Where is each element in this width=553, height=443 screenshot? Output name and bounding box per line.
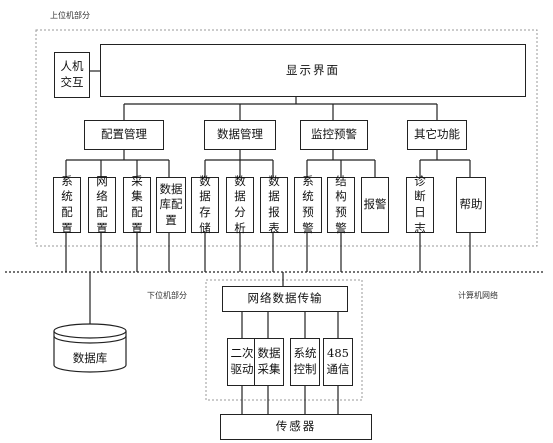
hci-box: 人机交互 (54, 52, 90, 98)
data-store-box: 数据存储 (191, 174, 219, 235)
alarm-box: 报警 (361, 177, 389, 233)
diag-log-box: 诊断日志 (406, 174, 434, 235)
data-mgmt-box: 数据管理 (204, 120, 276, 150)
display-box: 显示界面 (100, 44, 526, 97)
net-config-box: 网络配置 (88, 174, 116, 235)
upper-machine-label: 上位机部分 (50, 11, 90, 20)
network-label: 计算机网络 (458, 291, 498, 300)
sensor-box: 传感器 (220, 414, 372, 440)
net-transfer-box: 网络数据传输 (222, 286, 348, 312)
sys-control-box: 系统控制 (290, 338, 320, 386)
lower-machine-label: 下位机部分 (147, 291, 187, 300)
comm-485-box: 485通信 (323, 338, 353, 386)
other-func-box: 其它功能 (407, 120, 467, 150)
upper-machine-boundary (35, 29, 538, 247)
sys-warn-box: 系统预警 (294, 174, 322, 235)
sys-config-box: 系统配置 (53, 174, 81, 235)
collect-config-box: 采集配置 (123, 174, 151, 235)
second-drive-box: 二次驱动 (227, 338, 257, 386)
lower-machine-boundary (205, 279, 363, 401)
config-mgmt-box: 配置管理 (84, 120, 164, 150)
data-report-box: 数据报表 (260, 174, 288, 235)
help-box: 帮助 (456, 177, 486, 233)
struct-warn-box: 结构预警 (327, 174, 355, 235)
db-config-box: 数据库配置 (156, 177, 186, 233)
monitor-alarm-box: 监控预警 (300, 120, 368, 150)
data-collect-box: 数据采集 (254, 338, 284, 386)
database-label: 数据库 (72, 351, 108, 365)
data-analysis-box: 数据分析 (226, 174, 254, 235)
database-cylinder (53, 323, 127, 373)
